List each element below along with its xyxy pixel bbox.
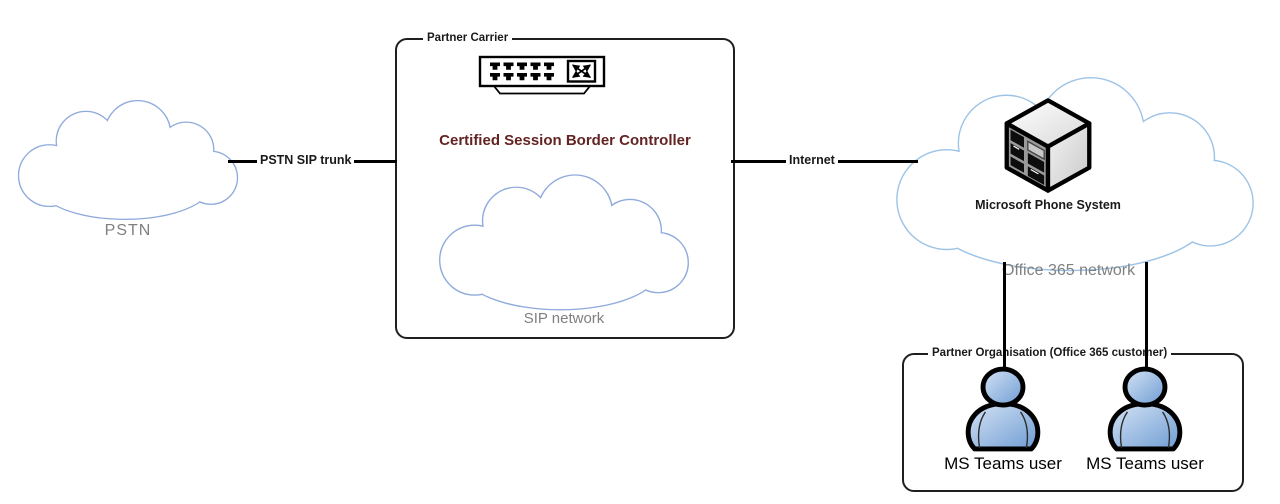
sip-network-label: SIP network [523, 310, 605, 327]
person-icon [1107, 366, 1183, 452]
person-icon [965, 366, 1041, 452]
o365-user-line-2 [1145, 262, 1148, 374]
ms-teams-user-label: MS Teams user [944, 454, 1062, 473]
partner-carrier-frame: Partner Carrier [395, 31, 735, 339]
partner-org-frame-label: Partner Organisation (Office 365 custome… [928, 346, 1172, 361]
sbc-title: Certified Session Border Controller [439, 132, 691, 149]
microsoft-phone-system-label: Microsoft Phone System [975, 198, 1121, 212]
server-icon [1004, 98, 1092, 193]
partner-org-frame: Partner Organisation (Office 365 custome… [902, 346, 1244, 492]
o365-user-line-1 [1003, 262, 1006, 374]
ms-teams-user-label: MS Teams user [1086, 454, 1204, 473]
pstn-cloud-icon [17, 99, 239, 220]
partner-carrier-frame-label: Partner Carrier [423, 31, 513, 46]
sip-network-cloud-icon [439, 174, 689, 311]
pstn-sip-trunk-label: PSTN SIP trunk [257, 152, 355, 168]
pstn-cloud-label: PSTN [104, 222, 152, 239]
office365-network-label: Office 365 network [1002, 262, 1136, 279]
network-switch-icon [478, 55, 606, 95]
internet-label: Internet [786, 152, 838, 168]
